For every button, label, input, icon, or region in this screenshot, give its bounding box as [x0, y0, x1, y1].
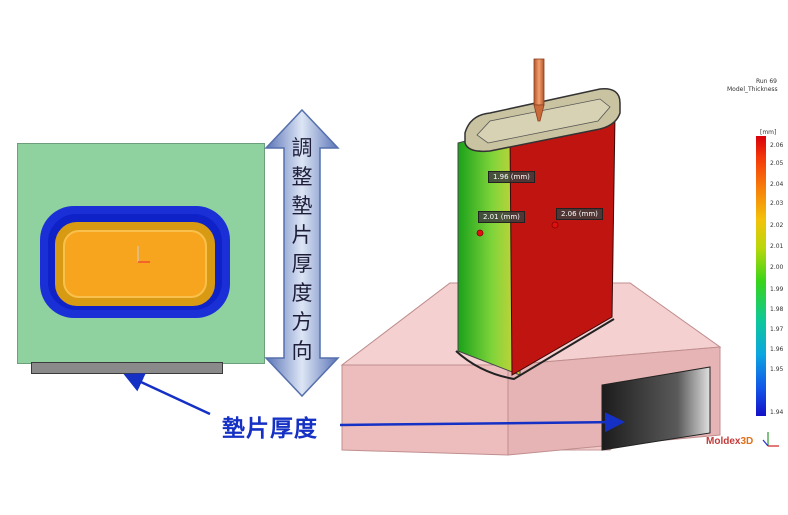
probe-point — [551, 221, 559, 229]
caption-char: 向 — [291, 339, 313, 363]
caption-char: 度 — [291, 281, 313, 305]
legend-tick: 1.96 — [770, 346, 784, 353]
legend-tick: 2.06 — [770, 142, 784, 149]
3d-model-view — [340, 58, 722, 456]
caption-char: 墊 — [291, 194, 313, 218]
legend-tick: 2.00 — [770, 264, 784, 271]
moldex3d-logo: Moldex3D — [706, 436, 753, 447]
shim-block — [601, 366, 711, 451]
adjust-direction-arrow-icon — [264, 108, 340, 398]
run-title: Run 69 — [755, 78, 777, 85]
thickness-tag: 2.06 (mm) — [556, 208, 603, 220]
axis-gizmo-icon — [137, 246, 150, 263]
caption-char: 方 — [291, 310, 313, 334]
run-subtitle: Model_Thickness — [727, 86, 778, 93]
logo-main: Moldex — [706, 436, 741, 447]
logo-suffix: 3D — [740, 436, 754, 447]
legend-tick: 1.95 — [770, 366, 784, 373]
caption-char: 厚 — [291, 252, 313, 276]
caption-char: 片 — [291, 223, 313, 247]
legend-tick: 1.97 — [770, 326, 784, 333]
legend-unit: [mm] — [760, 129, 777, 136]
legend-tick: 2.05 — [770, 160, 784, 167]
thickness-tag: 2.01 (mm) — [478, 211, 525, 223]
part-top-face — [63, 230, 207, 298]
base-left — [341, 364, 509, 456]
adjust-direction-caption: 調 整 墊 片 厚 度 方 向 — [287, 134, 317, 366]
color-legend-bar — [756, 136, 766, 416]
legend-tick: 1.99 — [770, 286, 784, 293]
caption-char: 調 — [291, 136, 313, 160]
shim-thickness-label: 墊片厚度 — [222, 416, 318, 442]
legend-tick: 2.02 — [770, 222, 784, 229]
part-bottom-edge — [455, 318, 615, 381]
legend-tick: 2.03 — [770, 200, 784, 207]
shim-pointer-arrows-icon — [123, 373, 625, 433]
axis-triad-icon — [762, 432, 779, 447]
legend-tick: 1.98 — [770, 306, 784, 313]
thickness-tag: 1.96 (mm) — [488, 171, 535, 183]
nozzle — [533, 58, 545, 106]
legend-tick: 2.01 — [770, 243, 784, 250]
probe-point — [476, 229, 484, 237]
caption-char: 整 — [291, 165, 313, 189]
legend-tick: 1.94 — [770, 409, 784, 416]
part-top-inner — [476, 98, 611, 144]
legend-tick: 2.04 — [770, 181, 784, 188]
nozzle-tip — [533, 104, 545, 122]
